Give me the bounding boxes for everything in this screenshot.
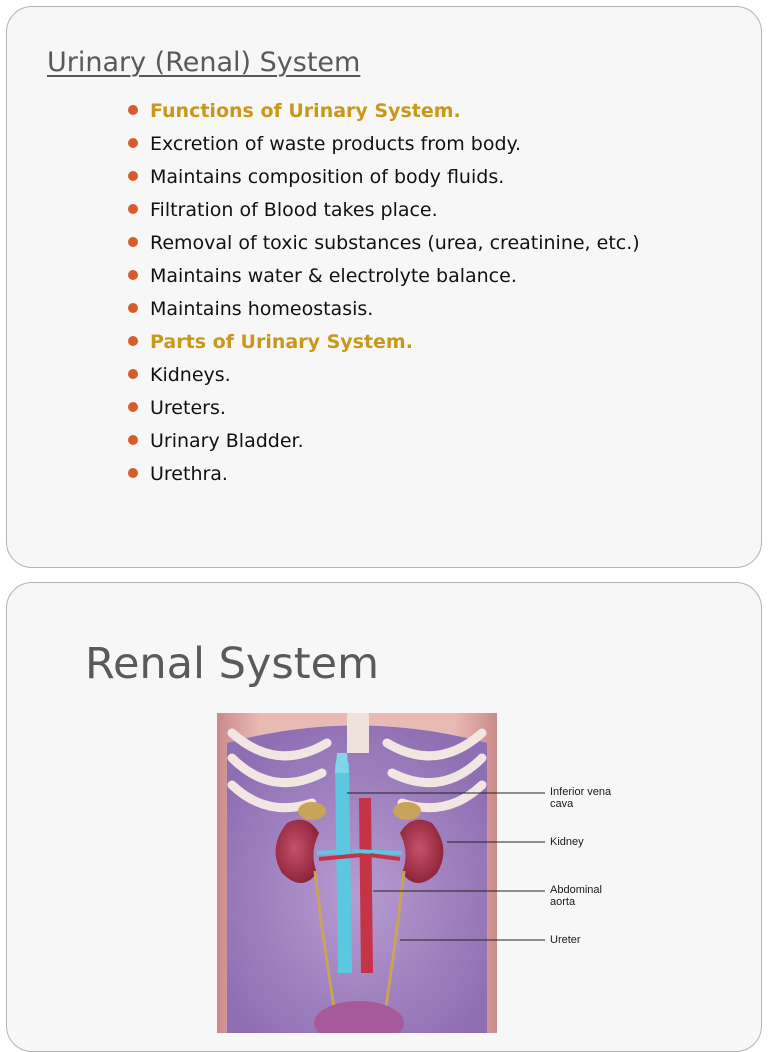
bullet-list: Functions of Urinary System. Excretion of…: [128, 98, 648, 494]
bullet-text: Maintains water & electrolyte balance.: [150, 265, 517, 287]
bullet-text: Excretion of waste products from body.: [150, 133, 522, 155]
bullet-item: Ureters.: [128, 395, 648, 421]
bullet-dot-icon: [128, 369, 138, 379]
bullet-dot-icon: [128, 204, 138, 214]
bullet-dot-icon: [128, 171, 138, 181]
bullet-item: Maintains water & electrolyte balance.: [128, 263, 648, 289]
bullet-text: Ureters.: [150, 397, 226, 419]
urinary-anatomy-illustration: [217, 713, 545, 1045]
bullet-heading: Parts of Urinary System.: [128, 329, 648, 355]
bullet-item: Filtration of Blood takes place.: [128, 197, 648, 223]
label-ureter: Ureter: [550, 934, 581, 946]
bullet-item: Kidneys.: [128, 362, 648, 388]
bullet-text: Urethra.: [150, 463, 228, 485]
bullet-dot-icon: [128, 303, 138, 313]
label-abdominal-aorta: Abdominal aorta: [550, 884, 602, 908]
slide-title: Urinary (Renal) System: [47, 47, 361, 78]
bullet-text: Filtration of Blood takes place.: [150, 199, 438, 221]
bullet-dot-icon: [128, 270, 138, 280]
bullet-dot-icon: [128, 105, 138, 115]
label-inferior-vena-cava: Inferior vena cava: [550, 786, 612, 810]
bullet-dot-icon: [128, 468, 138, 478]
bullet-dot-icon: [128, 237, 138, 247]
slide-title: Renal System: [85, 639, 379, 689]
bullet-item: Urinary Bladder.: [128, 428, 648, 454]
bullet-text: Urinary Bladder.: [150, 430, 304, 452]
bullet-dot-icon: [128, 435, 138, 445]
bullet-dot-icon: [128, 138, 138, 148]
bullet-text: Functions of Urinary System.: [150, 100, 461, 122]
slide-urinary-system: Urinary (Renal) System Functions of Urin…: [6, 6, 762, 568]
bullet-dot-icon: [128, 402, 138, 412]
bullet-text: Removal of toxic substances (urea, creat…: [150, 232, 640, 254]
bullet-item: Maintains composition of body fluids.: [128, 164, 648, 190]
bullet-item: Excretion of waste products from body.: [128, 131, 648, 157]
bullet-text: Maintains homeostasis.: [150, 298, 374, 320]
bullet-text: Parts of Urinary System.: [150, 331, 413, 353]
bullet-item: Removal of toxic substances (urea, creat…: [128, 230, 648, 256]
anatomy-figure: Inferior vena cava Kidney Abdominal aort…: [207, 713, 637, 1045]
bullet-dot-icon: [128, 336, 138, 346]
label-kidney: Kidney: [550, 836, 584, 848]
bullet-text: Maintains composition of body fluids.: [150, 166, 505, 188]
bullet-heading: Functions of Urinary System.: [128, 98, 648, 124]
slide-renal-system: Renal System: [6, 582, 762, 1052]
bullet-item: Urethra.: [128, 461, 648, 487]
bullet-item: Maintains homeostasis.: [128, 296, 648, 322]
bullet-text: Kidneys.: [150, 364, 231, 386]
